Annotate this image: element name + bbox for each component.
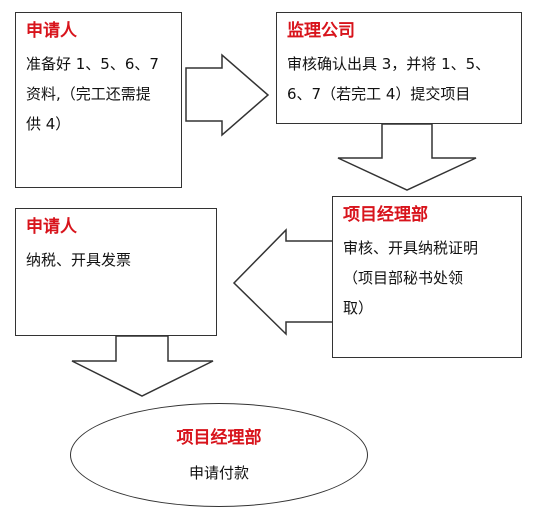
- arrow-down-icon: [337, 123, 477, 191]
- supervisor-box: 监理公司 审核确认出具 3，并将 1、5、 6、7（若完工 4）提交项目: [276, 12, 522, 124]
- applicant-step-2-box: 申请人 纳税、开具发票: [15, 208, 217, 336]
- applicant-step-1-box: 申请人 准备好 1、5、6、7 资料,（完工还需提 供 4）: [15, 12, 182, 188]
- arrow-left-icon: [232, 228, 334, 336]
- project-dept-payment-ellipse: 项目经理部 申请付款: [70, 403, 368, 507]
- supervisor-line-1: 审核确认出具 3，并将 1、5、: [287, 55, 491, 73]
- project-dept-line-3: 取）: [343, 299, 374, 317]
- applicant-title: 申请人: [26, 21, 77, 41]
- project-dept-line-2: （项目部秘书处领: [343, 269, 464, 287]
- supervisor-title: 监理公司: [287, 21, 355, 41]
- applicant-line-3: 供 4）: [26, 115, 71, 133]
- payment-title: 项目经理部: [176, 428, 262, 448]
- applicant-2-title: 申请人: [26, 217, 77, 237]
- applicant-line-1: 准备好 1、5、6、7: [26, 55, 159, 73]
- project-dept-review-box: 项目经理部 审核、开具纳税证明 （项目部秘书处领 取）: [332, 196, 522, 358]
- project-dept-title: 项目经理部: [343, 205, 428, 225]
- payment-line-1: 申请付款: [188, 464, 249, 482]
- applicant-2-line-1: 纳税、开具发票: [26, 251, 132, 269]
- arrow-down-icon: [71, 335, 214, 397]
- project-dept-line-1: 审核、开具纳税证明: [343, 239, 479, 257]
- applicant-line-2: 资料,（完工还需提: [26, 85, 151, 103]
- arrow-right-icon: [185, 53, 270, 137]
- supervisor-line-2: 6、7（若完工 4）提交项目: [287, 85, 471, 103]
